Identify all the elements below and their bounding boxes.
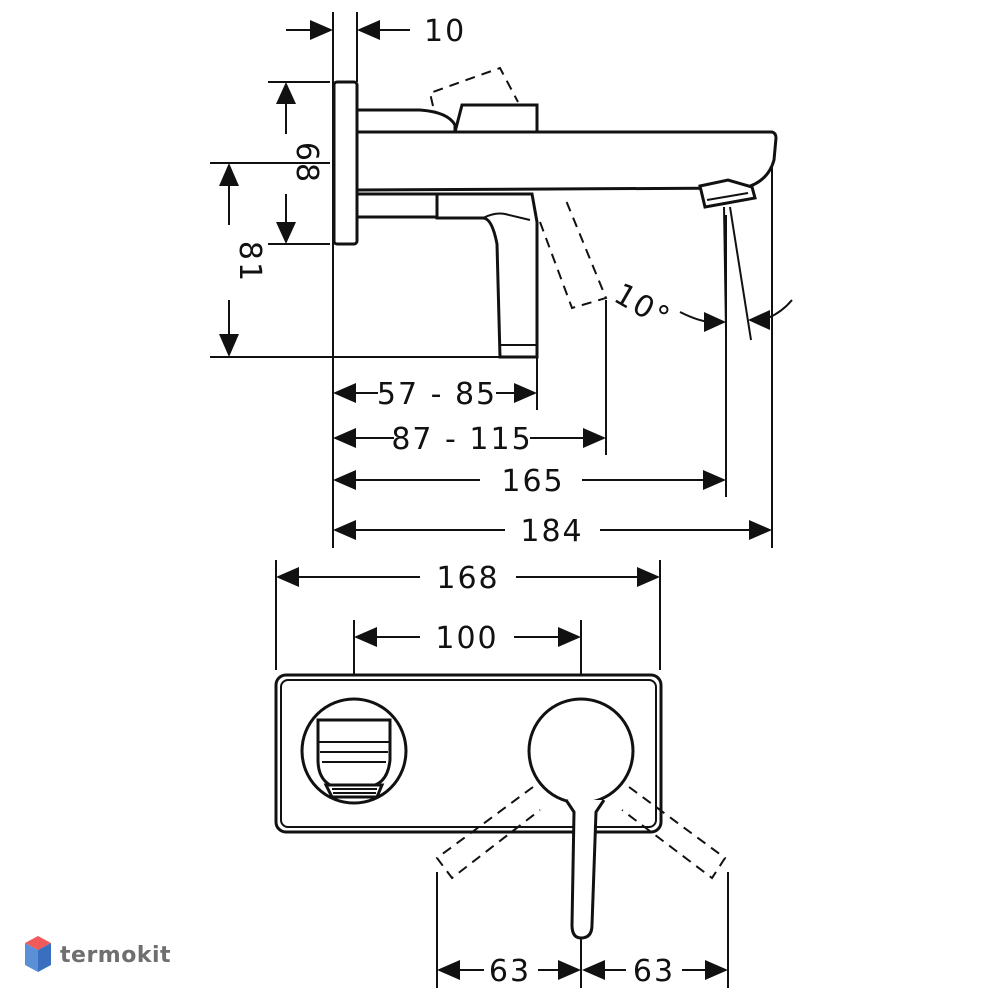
dim-168-arrow-right: [637, 567, 660, 587]
upper-hub: [355, 108, 457, 134]
dim-10-arrow-right: [357, 20, 380, 40]
top-cover: [453, 103, 539, 134]
logo-brand-text: termokit: [60, 943, 171, 968]
angle-arrow-left: [704, 312, 726, 332]
dim-100-arrow-right: [558, 627, 581, 647]
side-view: 10 68 81 57 - 85 87 - 115 165: [210, 12, 793, 549]
logo-cube-right-icon: [38, 943, 51, 972]
dim-68-label: 68: [289, 142, 324, 184]
dim-165-arrow-left: [333, 470, 356, 490]
dim-81-arrow-top: [219, 163, 239, 186]
dim-81-arrow-bottom: [219, 334, 239, 357]
lever-left-swing-dashed: [435, 786, 541, 880]
dim-184-arrow-right: [749, 520, 772, 540]
dim-10-arrow-left: [310, 20, 333, 40]
dim-184-label: 184: [520, 514, 583, 549]
dim-165-arrow-right: [703, 470, 726, 490]
dim-87-115-label: 87 - 115: [391, 422, 532, 457]
dim-68-arrow-bottom: [276, 222, 296, 244]
dim-168-label: 168: [436, 561, 499, 596]
dim-57-85-arrow-right: [514, 383, 537, 403]
dim-68-arrow-top: [276, 82, 296, 104]
dim-63-right-arrow-left: [582, 960, 605, 980]
dim-63-right-label: 63: [633, 954, 675, 989]
aerator: [698, 178, 757, 209]
dim-184-arrow-left: [333, 520, 356, 540]
watermark-logo: termokit: [25, 936, 171, 972]
dim-100-label: 100: [435, 621, 498, 656]
wall-plate-side: [332, 80, 359, 246]
aerator-front: [323, 783, 385, 799]
lever-front: [564, 799, 606, 940]
dim-87-115-arrow-left: [333, 428, 356, 448]
dim-57-85-label: 57 - 85: [377, 377, 497, 412]
lever-right-swing-dashed: [621, 786, 727, 880]
dim-87-115-arrow-right: [583, 428, 606, 448]
swung-lever-dashed: [539, 197, 608, 310]
tilted-cover-dashed: [428, 66, 519, 107]
spout: [355, 130, 778, 192]
dim-165-label: 165: [501, 464, 564, 499]
dim-63-left-arrow-right: [558, 960, 581, 980]
wall-plate-inner-edge: [280, 679, 657, 828]
dim-63-left-label: 63: [489, 954, 531, 989]
lever-hub-front: [527, 697, 635, 805]
dim-63-right-arrow-right: [705, 960, 728, 980]
dim-10-label: 10: [424, 14, 466, 49]
front-view: 168 100 63 63: [274, 560, 729, 989]
lower-hub: [355, 192, 439, 219]
angle-arrow-right: [748, 310, 770, 330]
aerator-detail: [706, 192, 749, 201]
spray-line-vertical: [723, 206, 727, 331]
dim-100-arrow-left: [354, 627, 377, 647]
angle-label: 10°: [608, 277, 677, 337]
dim-81-label: 81: [232, 241, 267, 283]
dim-57-85-arrow-left: [333, 383, 356, 403]
lever-edge: [482, 212, 531, 221]
dim-63-left-arrow-left: [437, 960, 460, 980]
logo-cube-left-icon: [25, 943, 38, 972]
angle-arc-right: [767, 299, 793, 319]
dim-168-arrow-left: [276, 567, 299, 587]
spray-line-angled: [729, 206, 752, 341]
